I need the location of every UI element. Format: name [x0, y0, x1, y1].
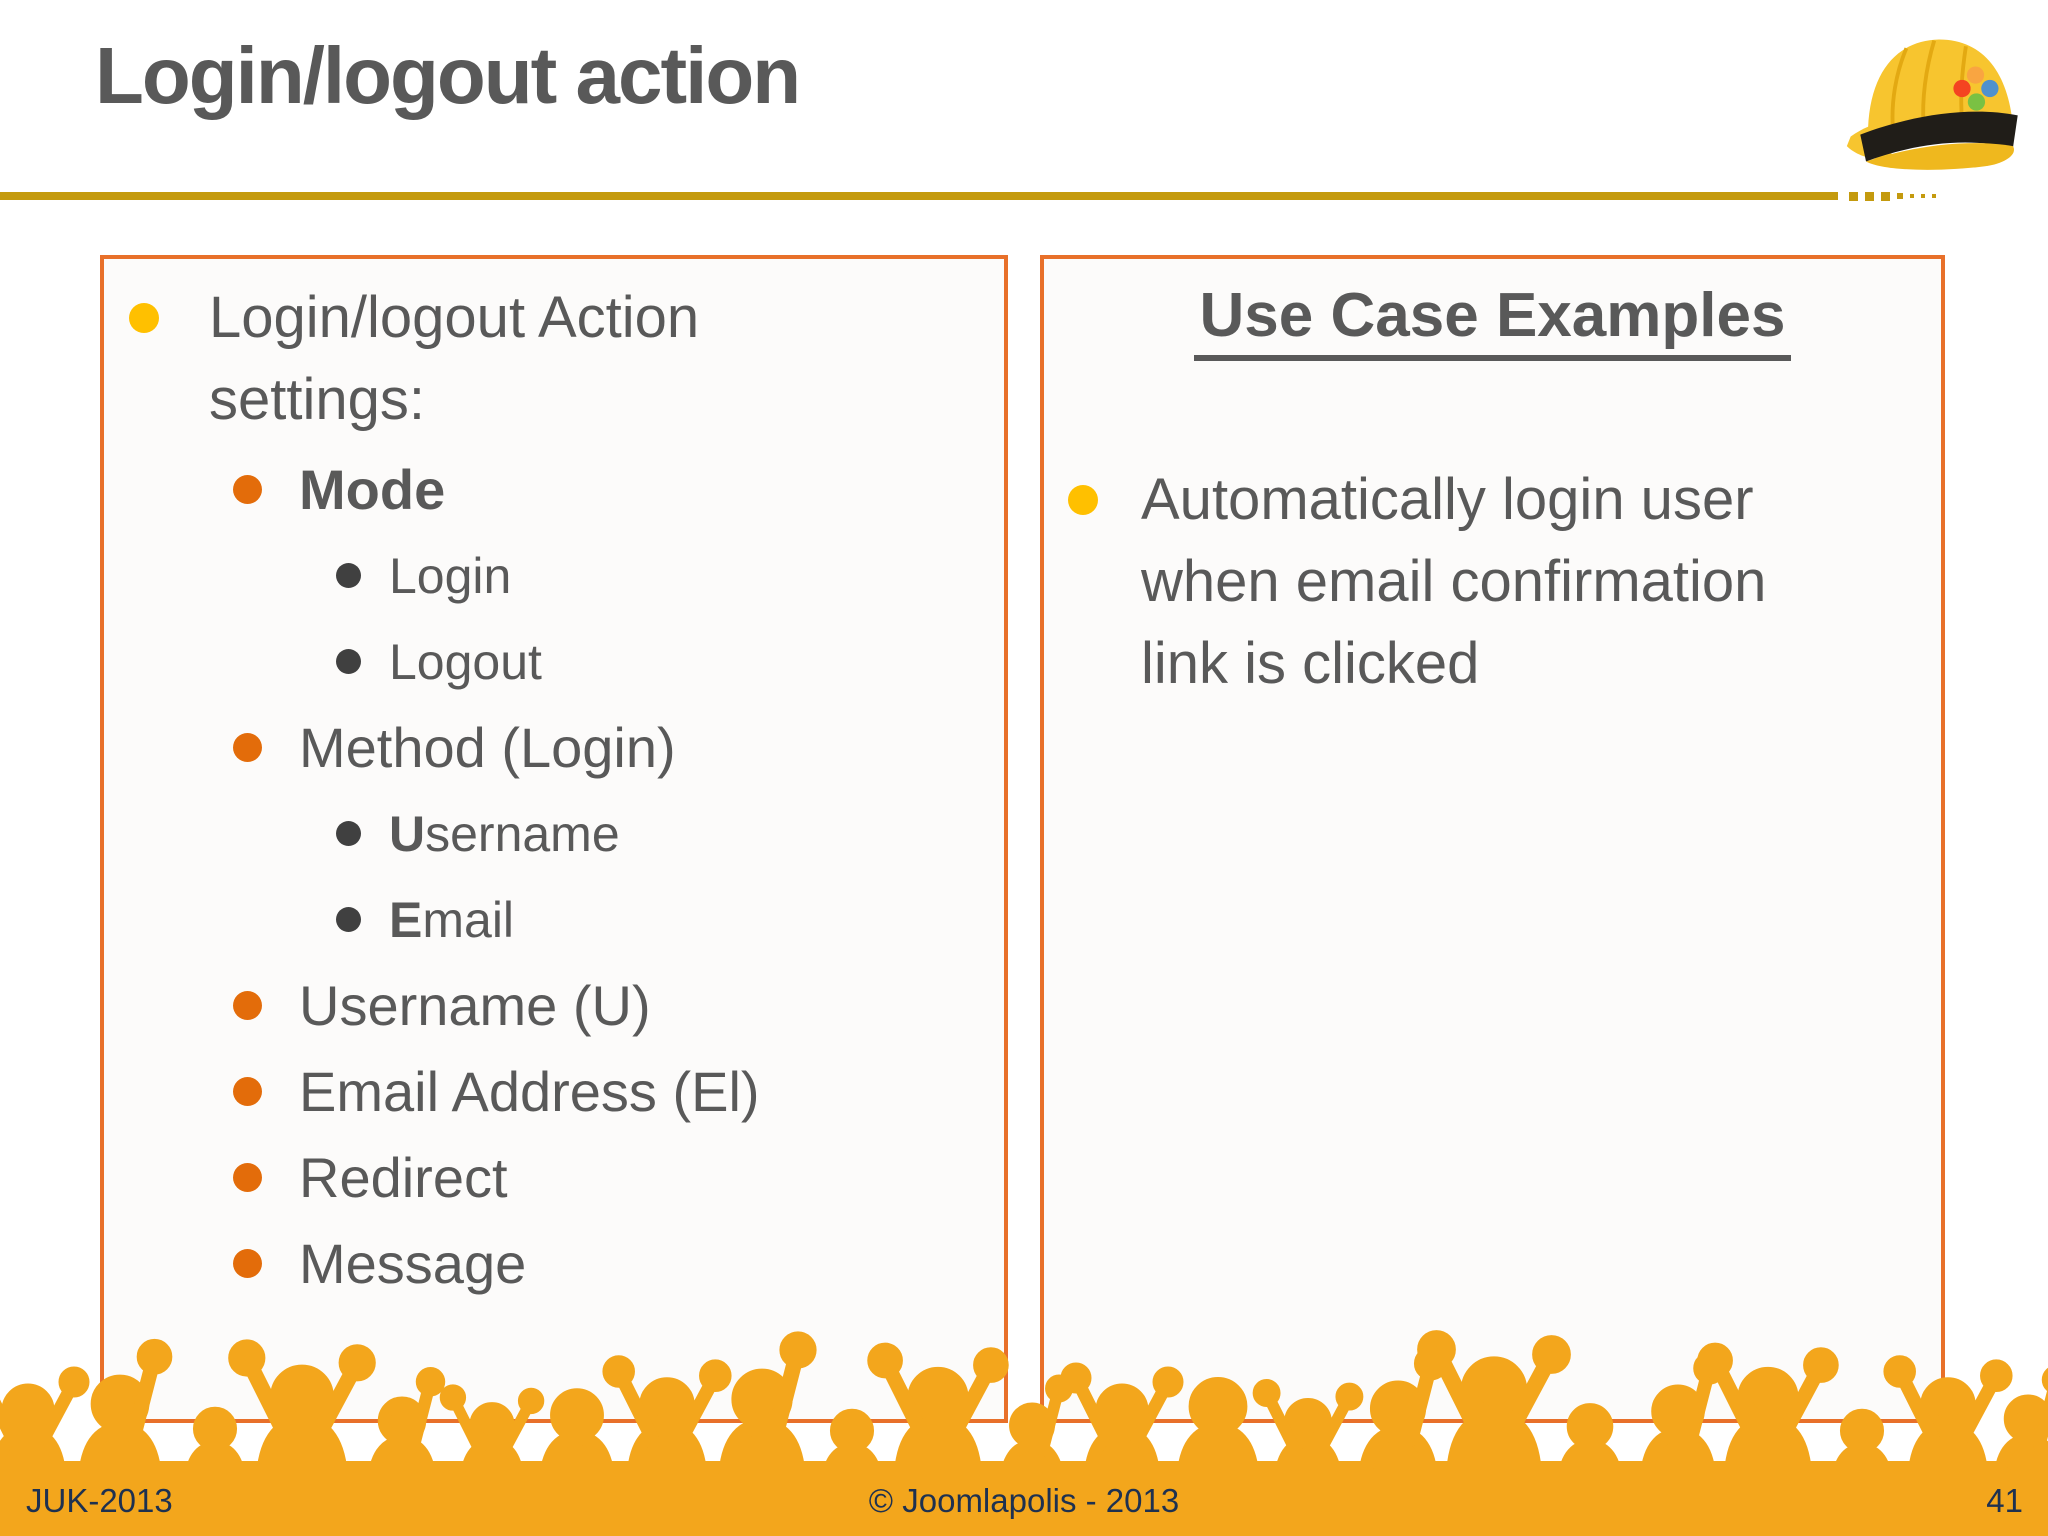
bullet-dot — [336, 821, 361, 846]
joomla-hardhat-icon — [1846, 39, 2018, 170]
list-item: Login/logout Action settings: — [104, 277, 1004, 441]
list-item: Login — [104, 533, 1004, 619]
footer-date: JUK-2013 — [26, 1482, 173, 1519]
list-item: Logout — [104, 619, 1004, 705]
footer-copyright: © Joomlapolis - 2013 — [868, 1482, 1180, 1519]
usecase-heading: Use Case Examples — [1044, 279, 1941, 361]
list-item: Email — [104, 877, 1004, 963]
page-title: Login/logout action — [95, 31, 801, 120]
crowd-silhouette — [0, 1326, 2048, 1536]
list-item: Username — [104, 791, 1004, 877]
list-item: Email Address (El) — [104, 1049, 1004, 1135]
list-item: Message — [104, 1221, 1004, 1307]
title-divider — [0, 192, 1838, 200]
bullet-dot — [233, 733, 262, 762]
list-item: Method (Login) — [104, 705, 1004, 791]
bullet-dot — [336, 563, 361, 588]
list-item: Redirect — [104, 1135, 1004, 1221]
bullet-dot — [129, 303, 159, 333]
bullet-dot — [336, 907, 361, 932]
bullet-dot — [233, 1163, 262, 1192]
title-divider-dashes — [1849, 191, 1936, 201]
footer: JUK-2013 © Joomlapolis - 2013 41 — [0, 1478, 2048, 1524]
list-item: Automatically login user when email conf… — [1044, 459, 1941, 705]
bullet-dot — [233, 991, 262, 1020]
bullet-dot — [233, 1249, 262, 1278]
list-item: Username (U) — [104, 963, 1004, 1049]
settings-list: Login/logout Action settings: Mode Login… — [104, 259, 1004, 1307]
bullet-dot — [233, 1077, 262, 1106]
settings-panel: Login/logout Action settings: Mode Login… — [100, 255, 1008, 1423]
bullet-dot — [233, 475, 262, 504]
footer-page-number: 41 — [1986, 1482, 2023, 1519]
bullet-dot — [336, 649, 361, 674]
joomla-logo — [1953, 66, 1999, 111]
usecase-panel: Use Case Examples Automatically login us… — [1040, 255, 1945, 1423]
bullet-dot — [1068, 485, 1098, 515]
list-item: Mode — [104, 447, 1004, 533]
